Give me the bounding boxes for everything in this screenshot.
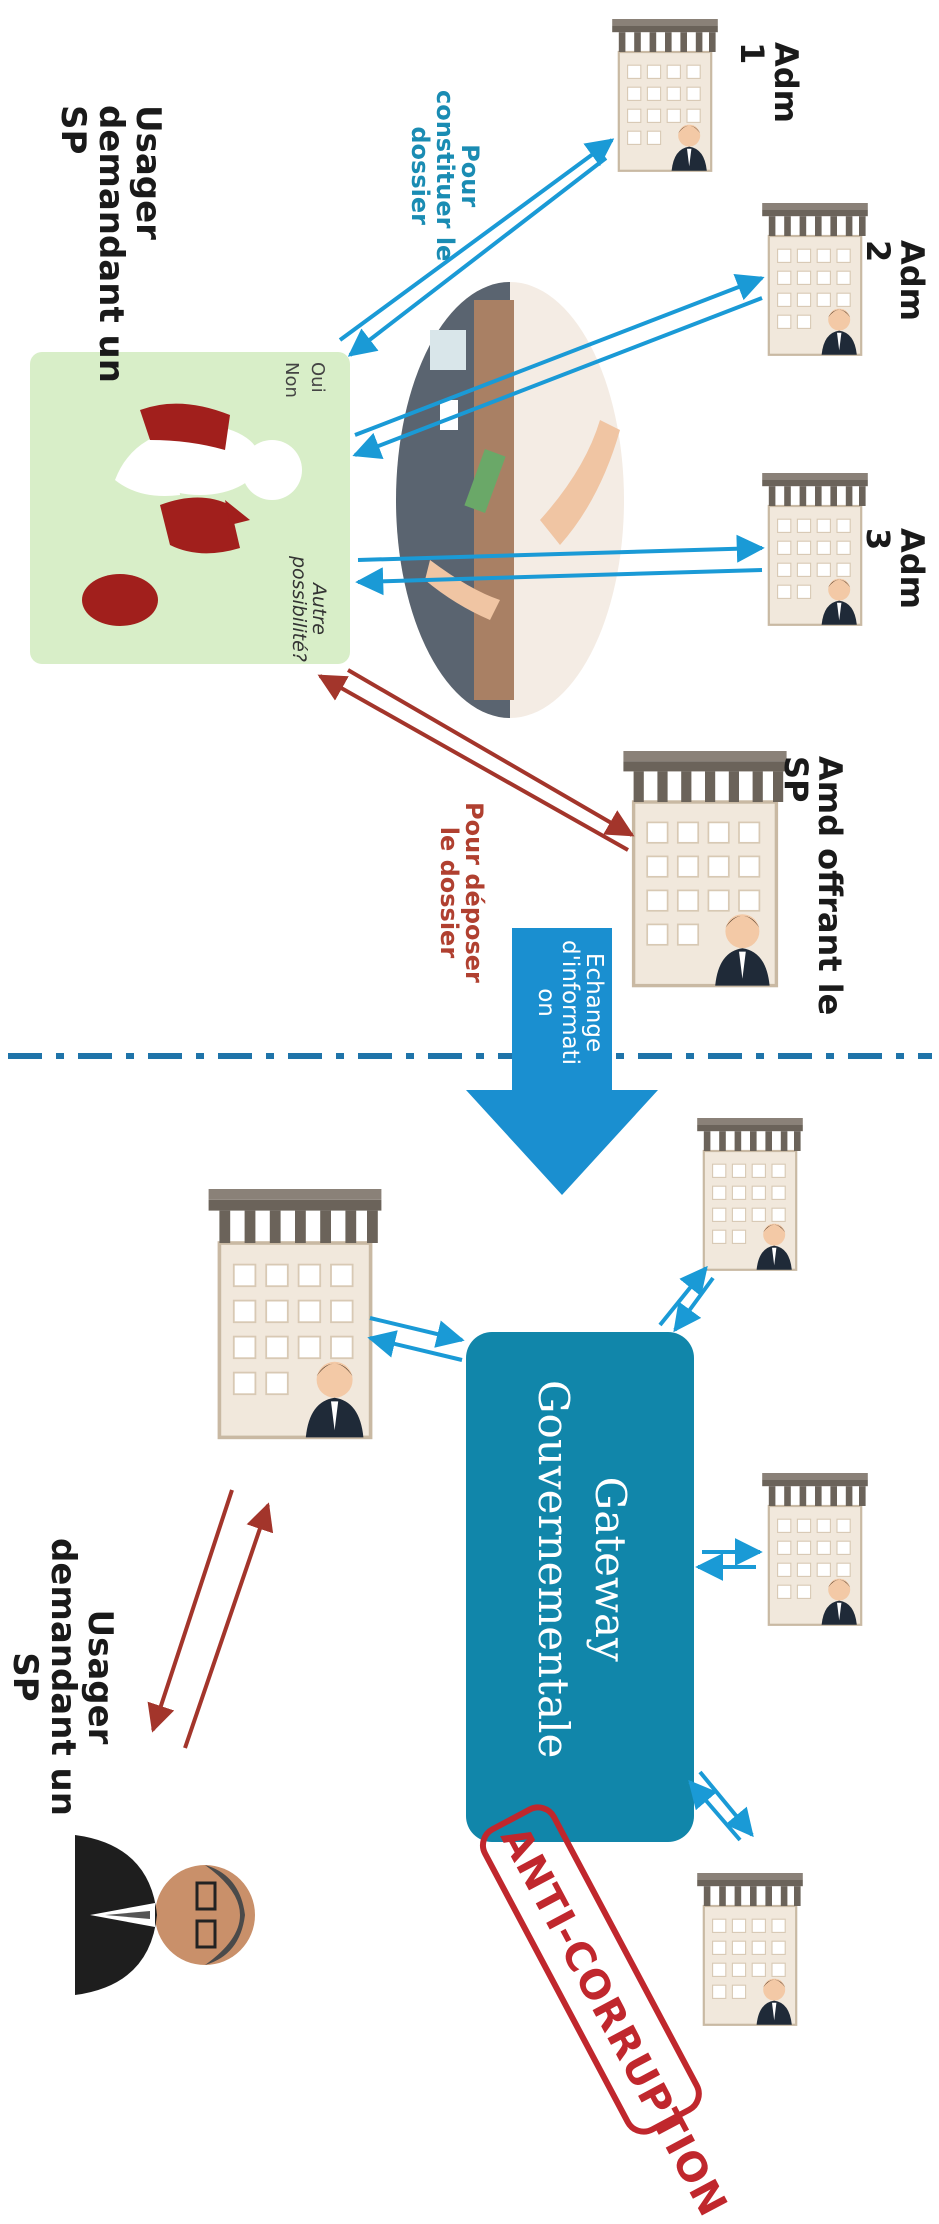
offrant-building — [623, 751, 786, 986]
gateway-label: Gateway Gouvernementale — [525, 1380, 638, 1758]
oui-label: Oui — [307, 362, 326, 393]
offrant-label: Amd offrant le SP — [779, 756, 846, 1015]
diagram-canvas: Usager demandant un SP Pour constituer l… — [0, 0, 939, 2154]
adm1-label: Adm 1 — [735, 42, 802, 123]
constituer-label: Pour constituer le dossier — [406, 90, 482, 261]
echange-label: Echange d'informati on — [534, 940, 606, 1065]
bottom-building-4 — [209, 1189, 382, 1437]
adm2-label: Adm 2 — [861, 240, 928, 321]
bottom-building-3 — [697, 1873, 803, 2025]
adm3-label: Adm 3 — [861, 528, 928, 609]
usager-label-top: Usager demandant un SP — [54, 105, 166, 383]
bottom-building-1 — [697, 1118, 803, 1270]
adm1-building — [612, 19, 718, 171]
bribe-illustration — [396, 282, 624, 718]
adm2-building — [762, 203, 868, 355]
businessman-icon — [75, 1835, 255, 1995]
deposer-label: Pour déposer le dossier — [436, 802, 486, 983]
red-arrows-bottom — [153, 1490, 268, 1748]
non-label: Non — [281, 362, 300, 398]
bottom-building-2 — [762, 1473, 868, 1625]
autre-label: Autre possibilité? — [288, 556, 328, 662]
usager-label-bottom: Usager demandant un SP — [6, 1538, 118, 1816]
adm3-building — [762, 473, 868, 625]
